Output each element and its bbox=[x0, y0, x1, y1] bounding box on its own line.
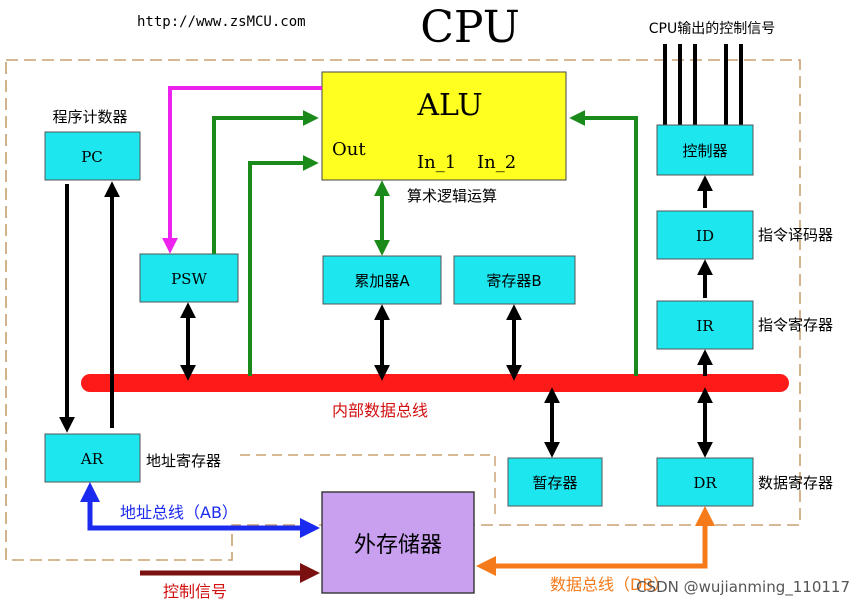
alu-in1-label: In_1 bbox=[417, 152, 456, 173]
alu-box bbox=[321, 71, 567, 181]
alu-label: ALU bbox=[416, 88, 482, 123]
black-arrows bbox=[59, 175, 713, 458]
temp-register-label: 暂存器 bbox=[532, 474, 577, 492]
data-bus-arrow bbox=[476, 506, 715, 576]
internal-data-bus-label: 内部数据总线 bbox=[332, 401, 428, 420]
ar-label: AR bbox=[80, 450, 104, 468]
bus-to-alu-arrow bbox=[248, 155, 319, 376]
address-bus-arrow bbox=[80, 482, 320, 538]
id-label: ID bbox=[696, 227, 714, 245]
ar-caption: 地址寄存器 bbox=[146, 452, 221, 470]
cpu-title: CPU bbox=[420, 2, 520, 53]
external-memory bbox=[321, 491, 475, 594]
id-caption: 指令译码器 bbox=[758, 226, 833, 244]
dr-caption: 数据寄存器 bbox=[758, 474, 833, 492]
alu-out-label: Out bbox=[332, 139, 366, 160]
bus-to-alu-in2-arrow bbox=[569, 110, 638, 376]
accumulator-a-label: 累加器A bbox=[354, 272, 410, 290]
register-b-label: 寄存器B bbox=[486, 272, 541, 290]
address-register bbox=[44, 433, 141, 483]
alu-in2-label: In_2 bbox=[477, 152, 516, 173]
psw-to-alu-arrow bbox=[212, 110, 319, 254]
controller bbox=[656, 124, 754, 176]
address-bus-label: 地址总线（AB） bbox=[120, 503, 238, 522]
ir-label: IR bbox=[696, 317, 714, 335]
control-signal-label: 控制信号 bbox=[163, 582, 227, 601]
alu-caption: 算术逻辑运算 bbox=[407, 187, 497, 205]
psw-label: PSW bbox=[171, 270, 207, 288]
psw-register bbox=[139, 253, 239, 303]
instruction-register bbox=[656, 300, 754, 350]
instruction-decoder bbox=[656, 210, 754, 260]
data-register bbox=[656, 457, 754, 507]
data-bus-label: 数据总线（DB） bbox=[550, 575, 669, 594]
green-arrows bbox=[212, 110, 638, 376]
pc-label: PC bbox=[81, 148, 103, 166]
accumulator-a bbox=[322, 255, 442, 305]
alu-to-psw-arrow bbox=[162, 86, 322, 254]
control-signal-lines bbox=[663, 44, 743, 125]
pc-caption: 程序计数器 bbox=[52, 108, 127, 126]
register-b bbox=[453, 255, 576, 305]
pc-register bbox=[44, 131, 141, 181]
inner-dashed-area bbox=[240, 454, 496, 520]
external-memory-label: 外存储器 bbox=[354, 533, 442, 558]
controller-label: 控制器 bbox=[682, 142, 727, 160]
source-url: http://www.zsMCU.com bbox=[137, 14, 306, 30]
control-signals-out-label: CPU输出的控制信号 bbox=[649, 21, 775, 37]
dr-label: DR bbox=[693, 474, 717, 492]
csdn-watermark: CSDN @wujianming_110117 bbox=[636, 578, 850, 597]
ir-caption: 指令寄存器 bbox=[758, 316, 833, 334]
